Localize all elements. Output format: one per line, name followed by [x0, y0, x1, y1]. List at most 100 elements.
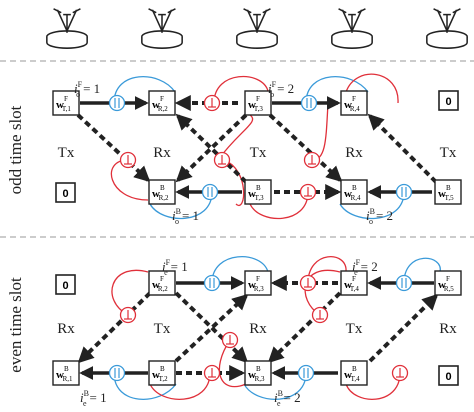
zero-box: 0: [55, 182, 76, 203]
perpendicular-symbol-icon: [203, 94, 221, 112]
interference-arrow: [367, 113, 438, 184]
svg-text:wFR,2: wFR,2: [152, 275, 168, 293]
role-tx: Tx: [250, 145, 267, 161]
interference-arrow: [77, 291, 152, 364]
svg-text:wBR,3: wBR,3: [248, 365, 265, 383]
interference-arrow: [175, 113, 248, 183]
blue-loop: [243, 372, 307, 400]
red-loop: [111, 269, 149, 316]
interference-arrow: [267, 291, 342, 364]
svg-text:wBT,5: wBT,5: [438, 184, 454, 202]
blue-loop: [211, 256, 269, 284]
perpendicular-symbol-icon: [391, 364, 409, 382]
blue-loop: [305, 76, 369, 104]
zero-box: 0: [55, 274, 76, 295]
svg-text:wBT,2: wBT,2: [152, 365, 168, 383]
perpendicular-symbol-icon: [221, 331, 239, 349]
role-rx: Rx: [249, 321, 267, 337]
odd-slot-label: odd time slot: [6, 105, 25, 194]
interference-arrow: [174, 291, 249, 364]
antenna-icon: [426, 8, 468, 49]
signal-arrows: [76, 95, 439, 381]
interference-arrow: [268, 113, 343, 183]
role-tx: Tx: [154, 321, 171, 337]
antenna-row: [46, 8, 468, 49]
svg-text:wBT,4: wBT,4: [344, 365, 360, 383]
role-tx: Tx: [346, 321, 363, 337]
red-loop: [249, 191, 309, 220]
parallel-symbol-icon: [108, 94, 126, 112]
blue-loop: [113, 76, 176, 104]
blue-loop: [403, 257, 441, 284]
svg-text:wFR,2: wFR,2: [152, 95, 168, 113]
svg-text:0: 0: [445, 96, 451, 108]
role-rx: Rx: [57, 321, 75, 337]
svg-text:wFT,4: wFT,4: [344, 275, 359, 293]
red-loop: [149, 372, 211, 400]
svg-text:0: 0: [445, 371, 451, 383]
perpendicular-symbol-icon: [303, 151, 321, 169]
red-loop: [311, 102, 329, 161]
perpendicular-symbol-icon: [119, 151, 137, 169]
parallel-symbol-icon: [297, 364, 315, 382]
antenna-icon: [141, 8, 183, 49]
red-loop: [223, 159, 245, 207]
parallel-symbol-icon: [395, 274, 413, 292]
interference-arrow: [76, 113, 151, 183]
svg-text:wFT,1: wFT,1: [56, 95, 71, 113]
svg-text:0: 0: [62, 280, 68, 292]
perpendicular-symbol-icon: [119, 306, 137, 324]
parallel-symbol-icon: [203, 274, 221, 292]
interference-arrow: [175, 113, 248, 184]
antenna-icon: [331, 8, 373, 49]
parallel-symbol-icon: [108, 364, 126, 382]
antenna-icon: [236, 8, 278, 49]
projection-symbols: [108, 94, 413, 382]
zero-box: 0: [438, 90, 459, 111]
svg-text:wFR,3: wFR,3: [248, 275, 264, 293]
blue-loop: [113, 372, 177, 400]
role-rx: Rx: [345, 145, 363, 161]
svg-text:wBR,2: wBR,2: [152, 184, 169, 202]
svg-text:0: 0: [62, 188, 68, 200]
role-rx: Rx: [439, 321, 457, 337]
red-loop: [213, 75, 269, 104]
blue-loop: [339, 191, 405, 220]
interference-arrow: [368, 293, 439, 363]
antenna-icon: [46, 8, 88, 49]
perpendicular-symbol-icon: [213, 151, 231, 169]
role-tx: Tx: [440, 145, 457, 161]
red-loop: [218, 339, 247, 388]
perpendicular-symbol-icon: [299, 274, 317, 292]
red-loop: [345, 372, 401, 400]
blue-loop: [149, 191, 213, 220]
role-tx: Tx: [58, 145, 75, 161]
red-loop: [307, 256, 347, 284]
perpendicular-symbol-icon: [311, 306, 329, 324]
even-slot-label: even time slot: [6, 277, 25, 373]
red-loop: [345, 73, 399, 104]
